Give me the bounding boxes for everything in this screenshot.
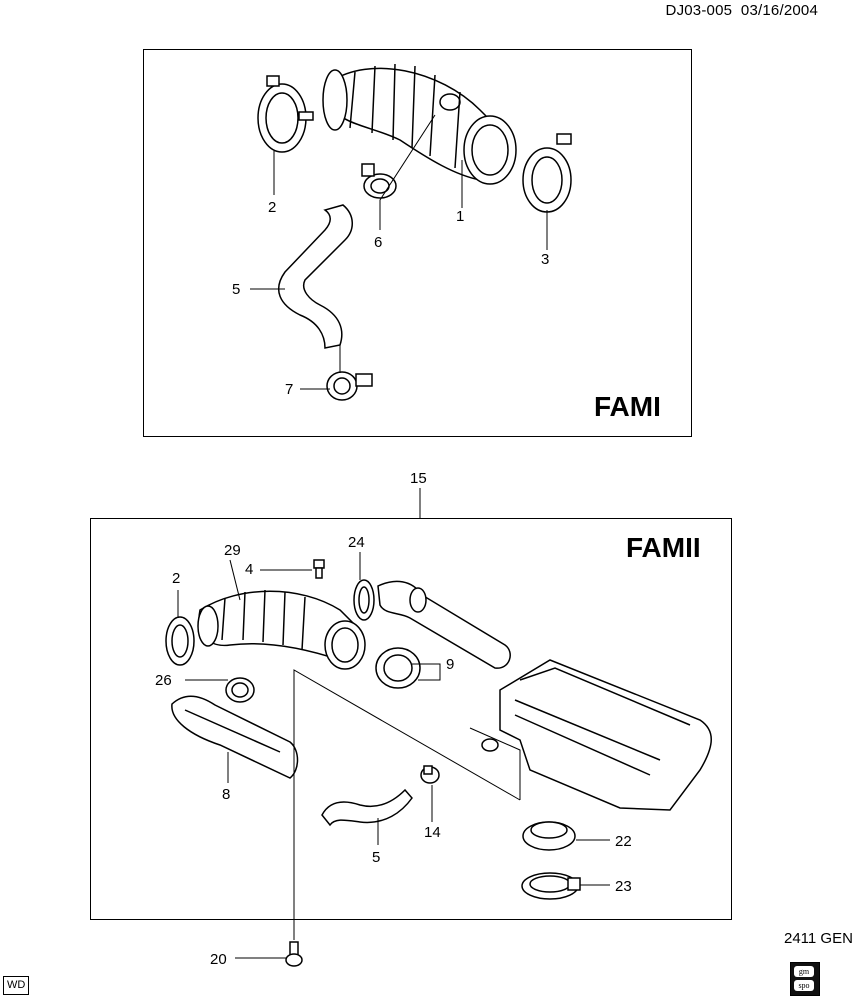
bolt-part-20 bbox=[285, 941, 303, 967]
clamp-part-26 bbox=[225, 677, 255, 703]
doc-date: 03/16/2004 bbox=[740, 2, 818, 19]
callout-24-bottom: 24 bbox=[348, 534, 365, 551]
doc-id: DJ03-005 bbox=[665, 2, 733, 19]
callout-23-bottom: 23 bbox=[615, 878, 632, 895]
hose-part-29 bbox=[197, 589, 366, 670]
panel-fami-title: FAMI bbox=[594, 391, 661, 422]
gm-spo-logo: gm spo bbox=[790, 962, 820, 996]
wd-badge: WD bbox=[3, 976, 30, 995]
diagram-header: DJ03-005 03/16/2004 bbox=[666, 2, 818, 19]
callouts: 1 2 3 5 6 7 2 4 5 8 9 14 15 20 22 23 24 … bbox=[155, 199, 632, 968]
panel-fami bbox=[143, 49, 692, 437]
callout-22-bottom: 22 bbox=[615, 833, 632, 850]
hose-part-5-top bbox=[278, 204, 353, 349]
clamp-part-6-top bbox=[361, 163, 397, 199]
clamp-part-9 bbox=[375, 647, 421, 689]
callout-26-bottom: 26 bbox=[155, 672, 172, 689]
callout-29-bottom: 29 bbox=[224, 542, 241, 559]
air-duct-hose-part-1 bbox=[322, 63, 517, 185]
callout-15-bottom: 15 bbox=[410, 470, 427, 487]
callout-3-top: 3 bbox=[541, 251, 549, 268]
callout-2-bottom: 2 bbox=[172, 570, 180, 587]
clamp-part-24 bbox=[353, 579, 375, 621]
clip-part-14 bbox=[420, 765, 440, 784]
leader-lines bbox=[177, 114, 610, 959]
callout-5-top: 5 bbox=[232, 281, 240, 298]
clamp-part-2-bottom bbox=[165, 616, 195, 666]
callout-1-top: 1 bbox=[456, 208, 464, 225]
inlet-tube bbox=[377, 580, 511, 669]
callout-5-bottom: 5 bbox=[372, 849, 380, 866]
panel-famii-title: FAMII bbox=[626, 532, 701, 563]
callout-4-bottom: 4 bbox=[245, 561, 253, 578]
logo-text-spo: spo bbox=[794, 980, 814, 991]
callout-6-top: 6 bbox=[374, 234, 382, 251]
callout-2-top: 2 bbox=[268, 199, 276, 216]
seal-part-22 bbox=[522, 821, 576, 851]
logo-text-gm: gm bbox=[794, 966, 814, 977]
catalog-code: 2411 GEN bbox=[784, 930, 853, 947]
panel-famii bbox=[90, 518, 732, 920]
callout-20-bottom: 20 bbox=[210, 951, 227, 968]
screw-part-4 bbox=[313, 559, 325, 579]
callout-14-bottom: 14 bbox=[424, 824, 441, 841]
clamp-part-7-top bbox=[326, 371, 373, 401]
callout-8-bottom: 8 bbox=[222, 786, 230, 803]
clamp-part-3-top bbox=[522, 133, 572, 213]
callout-7-top: 7 bbox=[285, 381, 293, 398]
clamp-part-2-top bbox=[257, 75, 314, 153]
callout-9-bottom: 9 bbox=[446, 656, 454, 673]
hose-part-5-bottom bbox=[321, 788, 413, 827]
clamp-part-23 bbox=[521, 872, 581, 900]
resonator-part-8 bbox=[171, 695, 299, 779]
air-cleaner-housing bbox=[481, 659, 712, 811]
